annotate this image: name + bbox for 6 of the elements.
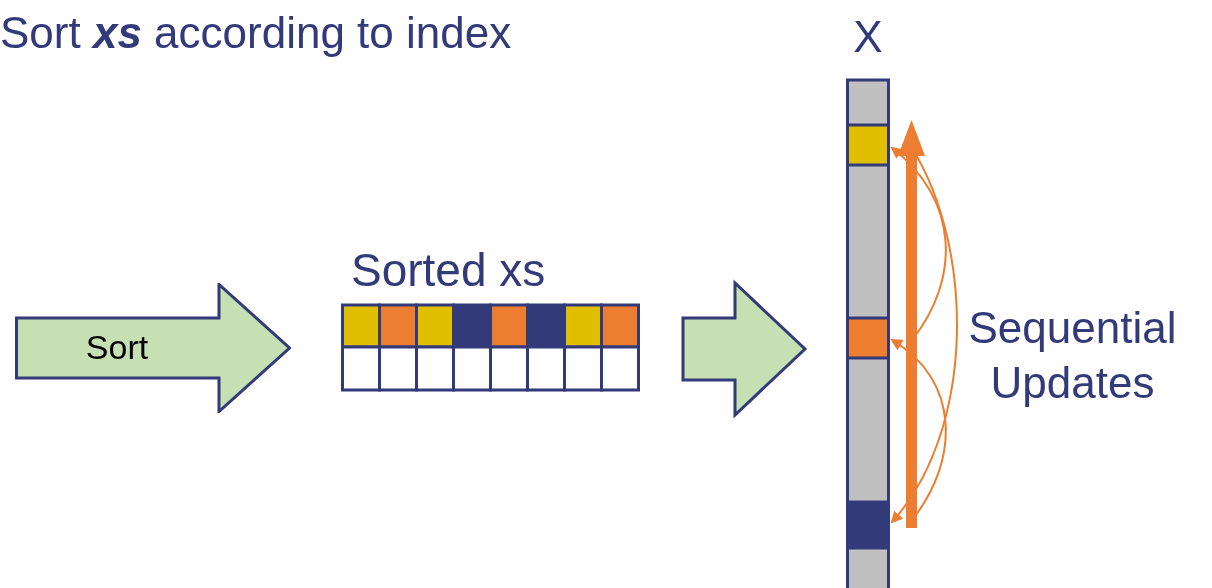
block-arrow: Sort xyxy=(15,283,291,413)
slide-title: Sort xs according to index xyxy=(0,8,512,58)
note-text: Sequential Updates xyxy=(967,302,1178,409)
array-label: Sorted xs xyxy=(351,243,546,297)
block-arrow xyxy=(681,279,808,419)
array-label: X xyxy=(852,12,884,62)
